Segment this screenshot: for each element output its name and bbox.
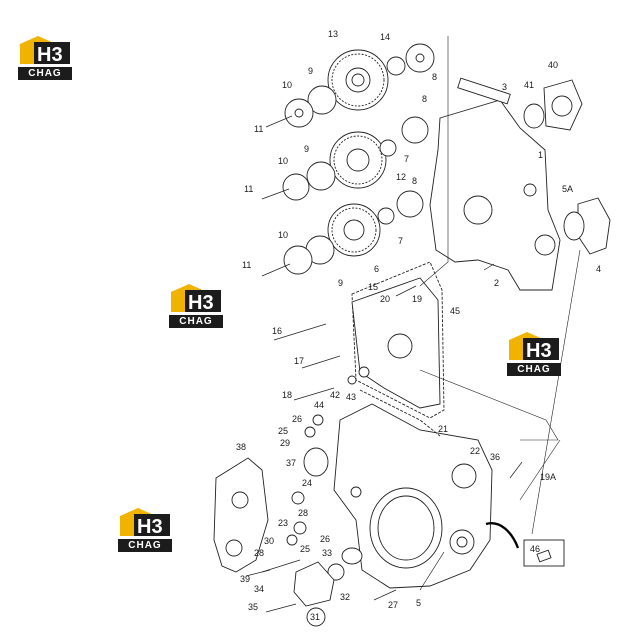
callout-11-top: 11 [254,124,263,134]
callout-26-upper: 26 [292,414,302,424]
callout-39: 39 [240,574,250,584]
logo-word: CHAG [169,315,223,328]
callout-45: 45 [450,306,460,316]
callout-32: 32 [340,592,350,602]
svg-text:H3: H3 [188,292,214,314]
middle-gear-assembly [261,116,429,201]
callout-5: 5 [416,598,421,608]
cover-plate [543,79,583,131]
callout-17: 17 [294,356,304,366]
svg-text:H3: H3 [526,340,552,362]
watermark-logo-right: H3 CHAG [505,330,563,376]
lower-gear-assembly [261,190,424,277]
callout-22: 22 [470,446,480,456]
callout-25-lower: 25 [300,544,310,554]
callout-8-top: 8 [432,72,437,82]
callout-40: 40 [548,60,558,70]
callout-9-low: 9 [338,278,343,288]
upper-gear-assembly [265,43,435,128]
callout-19A: 19A [540,472,556,482]
callout-43: 43 [346,392,356,402]
callout-24: 24 [302,478,312,488]
timing-plate [429,99,561,291]
watermark-logo-bottom: H3 CHAG [116,506,174,552]
logo-word: CHAG [118,539,172,552]
watermark-logo-top: H3 CHAG [16,34,74,80]
callout-20: 20 [380,294,390,304]
callout-19: 19 [412,294,422,304]
callout-35: 35 [248,602,258,612]
callout-36: 36 [490,452,500,462]
callout-8-mid: 8 [422,94,427,104]
callout-46: 46 [530,544,540,554]
h3-mark-icon: H3 [509,332,559,362]
callout-9-top: 9 [308,66,313,76]
logo-word: CHAG [18,67,72,80]
callout-10-top: 10 [282,80,292,90]
callout-labels: 13 14 8 10 9 11 3 41 40 8 7 1 10 9 12 11… [236,29,601,622]
callout-9-mid: 9 [304,144,309,154]
callout-11-mid: 11 [244,184,253,194]
h3-mark-icon: H3 [120,508,170,538]
front-timing-cover [351,277,441,409]
callout-7-low: 7 [398,236,403,246]
leader-lines [419,36,581,535]
callout-8-low: 8 [412,176,417,186]
h3-mark-icon: H3 [20,36,70,66]
callout-11-low: 11 [242,260,251,270]
callout-3: 3 [502,82,507,92]
svg-text:H3: H3 [37,44,63,66]
watermark-logo-middle: H3 CHAG [167,282,225,328]
callout-10-mid: 10 [278,156,288,166]
callout-28-upper: 28 [298,508,308,518]
pointer-arrow-46 [485,522,520,549]
callout-26-lower: 26 [320,534,330,544]
bolts [245,263,523,613]
callout-31: 31 [310,612,320,622]
callout-44: 44 [314,400,324,410]
callout-21: 21 [438,424,448,434]
callout-7-mid: 7 [404,154,409,164]
callout-37: 37 [286,458,296,468]
callout-29: 29 [280,438,290,448]
callout-18: 18 [282,390,292,400]
logo-word: CHAG [507,363,561,376]
callout-12: 12 [396,172,406,182]
part-31-circle [306,607,326,627]
callout-13: 13 [328,29,338,39]
callout-1: 1 [538,150,543,160]
callout-34: 34 [254,584,264,594]
callout-23: 23 [278,518,288,528]
callout-27: 27 [388,600,398,610]
callout-33: 33 [322,548,332,558]
callout-16: 16 [272,326,282,336]
h3-mark-icon: H3 [171,284,221,314]
callout-15: 15 [368,282,378,292]
callout-4: 4 [596,264,601,274]
callout-2: 2 [494,278,499,288]
callout-5A: 5A [562,184,573,194]
callout-25-upper: 25 [278,426,288,436]
callout-41: 41 [524,80,534,90]
callout-6: 6 [374,264,379,274]
callout-28-lower: 28 [254,548,264,558]
callout-10-low: 10 [278,230,288,240]
callout-38: 38 [236,442,246,452]
callout-30: 30 [264,536,274,546]
callout-14: 14 [380,32,390,42]
svg-text:H3: H3 [137,516,163,538]
callout-42: 42 [330,390,340,400]
